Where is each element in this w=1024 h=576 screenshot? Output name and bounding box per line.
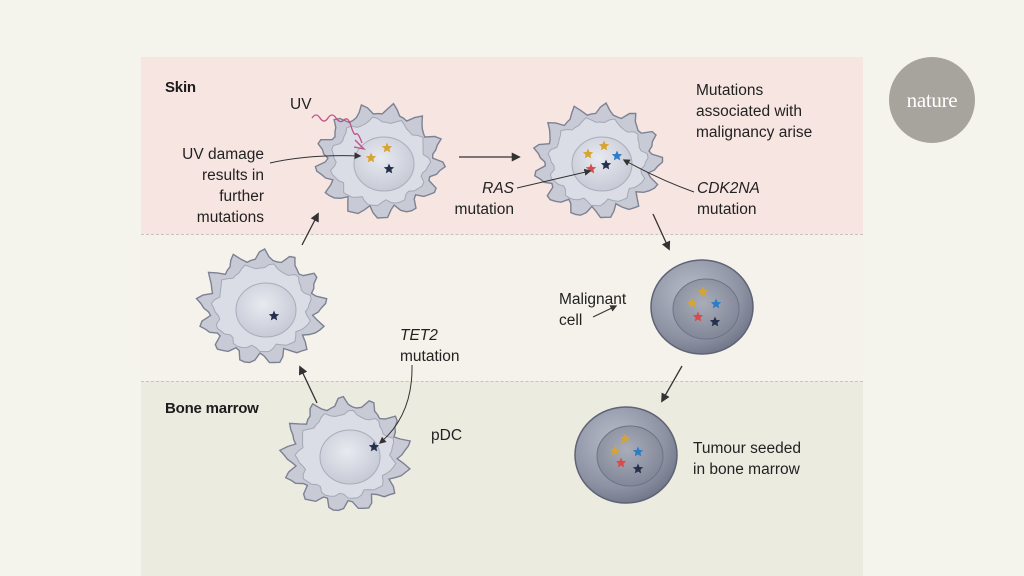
mutation-star-icon — [615, 457, 627, 468]
section-label-bone-marrow: Bone marrow — [165, 400, 259, 417]
mutation-star-icon — [709, 316, 721, 327]
skin-divider — [141, 234, 863, 235]
malignant-cell-bone-marrow — [574, 406, 678, 504]
mutation-star-icon — [383, 163, 395, 174]
bone-marrow-region — [141, 381, 863, 576]
pdc-cell-skin-mutated — [532, 101, 664, 219]
cdk2na-mutation-word: mutation — [697, 201, 757, 218]
mutation-star-icon — [619, 433, 631, 444]
mutation-star-icon — [582, 148, 594, 159]
mutations-arise-line: associated with — [696, 103, 802, 120]
uv-damage-line: UV damage — [182, 146, 264, 163]
mutation-star-icon — [365, 152, 377, 163]
uv-label: UV — [290, 96, 312, 113]
tumour-seeded-annotation: Tumour seeded in bone marrow — [693, 438, 801, 480]
uv-damage-annotation: UV damage results in further mutations — [150, 144, 264, 228]
cdk2na-mutation-annotation: CDK2NA mutation — [697, 178, 760, 220]
cdk2na-gene-name: CDK2NA — [697, 180, 760, 197]
malignant-cell-line: cell — [559, 312, 583, 329]
pdc-cell-bone-marrow — [278, 395, 412, 512]
uv-damage-line: further — [219, 188, 264, 205]
malignant-cell-annotation: Malignant cell — [559, 289, 626, 331]
skin-region — [141, 57, 863, 234]
progression-arrow-icon — [652, 213, 671, 251]
mutations-arise-line: malignancy arise — [696, 124, 813, 141]
pdc-label: pDC — [431, 427, 463, 444]
tet2-mutation-word: mutation — [400, 348, 460, 365]
malignant-cell-circulating — [650, 259, 754, 355]
nature-logo: nature — [889, 57, 975, 143]
ras-gene-name: RAS — [482, 180, 514, 197]
malignant-cell-line: Malignant — [559, 291, 627, 308]
leader-arrow-icon — [592, 305, 618, 318]
mutations-arise-annotation: Mutations associated with malignancy ari… — [696, 80, 812, 143]
mutations-arise-line: Mutations — [696, 82, 764, 99]
mutation-star-icon — [368, 441, 380, 452]
mutation-star-icon — [600, 159, 612, 170]
tet2-mutation-annotation: TET2 mutation — [400, 325, 459, 367]
ras-mutation-word: mutation — [454, 201, 514, 218]
progression-arrow-icon — [298, 365, 318, 404]
uv-arrowhead-icon — [353, 139, 366, 151]
mutation-star-icon — [611, 150, 623, 161]
mutation-star-icon — [692, 311, 704, 322]
mutation-star-icon — [268, 310, 280, 321]
leader-arrow-icon — [622, 159, 695, 193]
tumour-seeded-line: in bone marrow — [693, 461, 800, 478]
mutation-star-icon — [632, 463, 644, 474]
mutation-star-icon — [609, 445, 621, 456]
leader-arrow-icon — [516, 168, 592, 189]
bone-marrow-divider — [141, 381, 863, 382]
leader-arrow-icon — [269, 152, 362, 164]
uv-ray-icon — [311, 114, 363, 144]
tumour-seeded-line: Tumour seeded — [693, 440, 801, 457]
pdc-cell-circulating — [195, 248, 328, 364]
section-label-skin: Skin — [165, 79, 196, 96]
progression-arrow-icon — [661, 365, 683, 403]
mutation-star-icon — [710, 298, 722, 309]
uv-damage-line: results in — [201, 167, 264, 184]
mutation-star-icon — [381, 142, 393, 153]
mutation-star-icon — [697, 286, 709, 297]
leader-arrow-icon — [378, 364, 413, 444]
mutation-star-icon — [598, 140, 610, 151]
progression-arrow-icon — [301, 212, 319, 246]
ras-mutation-annotation: RAS mutation — [420, 178, 514, 220]
uv-damage-line: mutations — [196, 209, 264, 226]
pdc-cell-skin-uv — [314, 102, 447, 219]
tet2-gene-name: TET2 — [400, 327, 438, 344]
mutation-star-icon — [632, 446, 644, 457]
nature-logo-text: nature — [906, 87, 958, 112]
mutation-star-icon — [686, 297, 698, 308]
